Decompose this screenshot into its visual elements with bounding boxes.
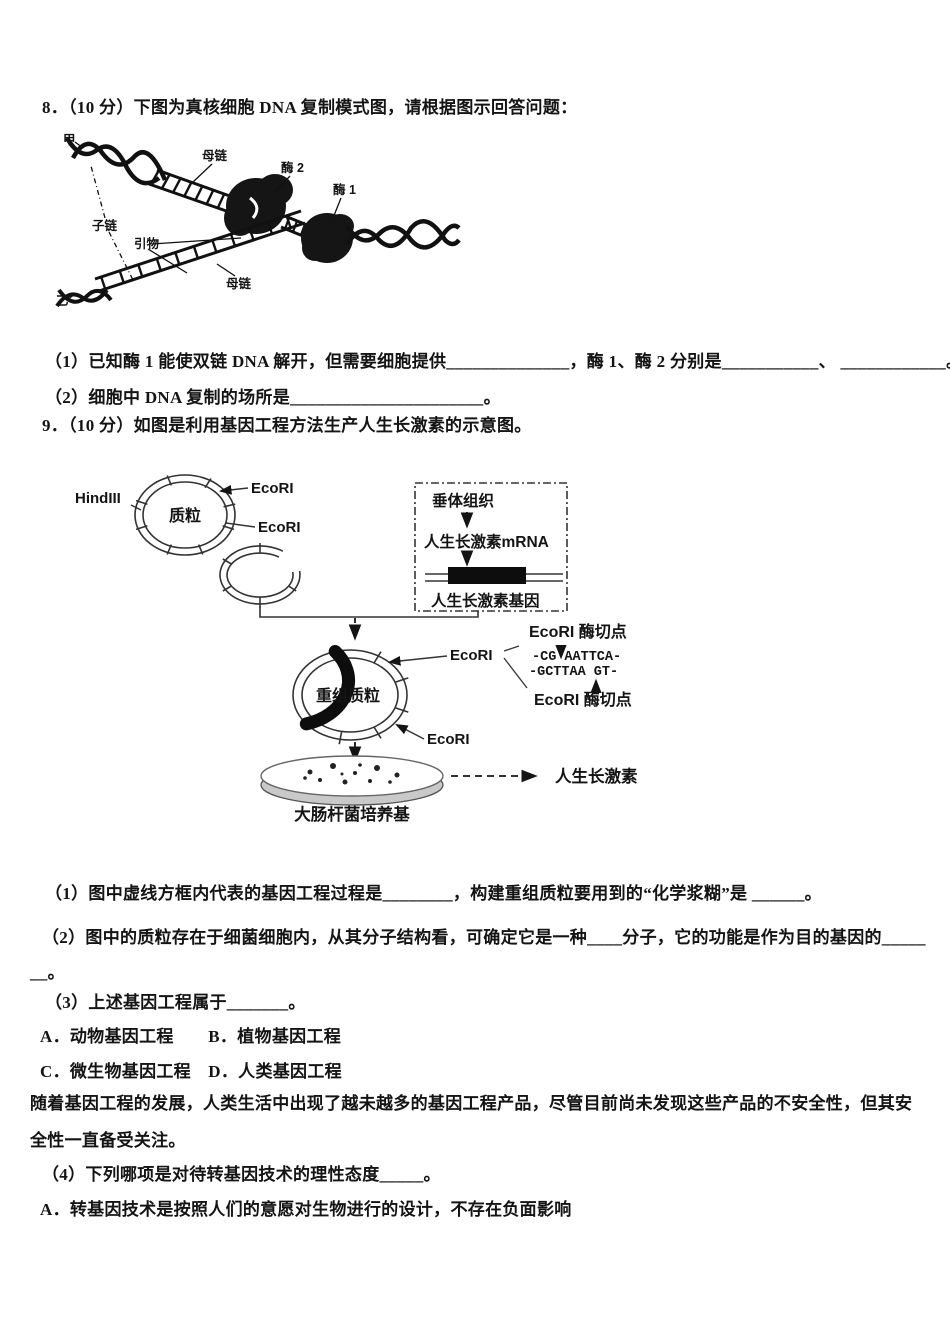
q8-blank-1: （1）已知酶 1 能使双链 DNA 解开，但需要细胞提供____________…: [45, 352, 950, 371]
q9-stem: 9．（10 分）如图是利用基因工程方法生产人生长激素的示意图。: [42, 416, 532, 435]
hormone-label: 人生长激素: [555, 766, 638, 786]
enzyme-1-blob-icon: [301, 213, 354, 263]
q9-blank-2: （2）图中的质粒存在于细菌细胞内，从其分子结构看，可确定它是一种____分子，它…: [42, 928, 926, 947]
cut-plasmid-icon: [219, 543, 301, 608]
ecori-top-label: EcoRI: [251, 480, 294, 497]
gene-engineering-figure: 质粒 HindIII EcoRI EcoRI 垂体组织 人生长激素mRNA 人生…: [75, 474, 638, 824]
cut-site-top-label: EcoRI 酶切点: [529, 622, 627, 641]
label-mother-bottom: 母链: [226, 276, 252, 291]
label-yi: 乙: [56, 294, 69, 308]
q9-blank-2-cont: __。: [30, 963, 65, 982]
label-enzyme-1: 酶 1: [333, 182, 356, 197]
ecori-rec-top-label: EcoRI: [450, 647, 493, 664]
parent-strand-top-ladder: [148, 168, 242, 216]
q9-paragraph-2: 全性一直备受关注。: [30, 1131, 186, 1150]
fan-lines: [503, 645, 528, 689]
q9-blank-1: （1）图中虚线方框内代表的基因工程过程是________，构建重组质粒要用到的“…: [45, 884, 822, 903]
ecori-rec-top-arrow: [387, 655, 448, 666]
ecori-top-arrow: [218, 484, 249, 495]
label-primer: 引物: [134, 236, 160, 251]
label-mother-top: 母链: [202, 148, 228, 163]
process-dashed-box: [414, 482, 568, 612]
ecori-rec-bottom-arrow: [395, 724, 425, 740]
ecori-rec-bottom-label: EcoRI: [427, 731, 470, 748]
ecori-mid-label: EcoRI: [258, 519, 301, 536]
hindiii-label: HindIII: [75, 490, 121, 507]
dna-helix-bottom-left-icon: [55, 288, 113, 308]
q9-options-cd: C．微生物基因工程 D．人类基因工程: [40, 1062, 342, 1081]
sequence-bottom: -GCTTAA GT-: [529, 665, 618, 680]
cut-site-bottom-label: EcoRI 酶切点: [534, 690, 632, 709]
parent-strand-bottom-ladder: [94, 209, 306, 293]
q9-options-ab: A．动物基因工程 B．植物基因工程: [40, 1027, 342, 1046]
q9-blank-4: （4）下列哪项是对待转基因技术的理性态度_____。: [42, 1165, 441, 1184]
merge-bracket: [259, 607, 479, 618]
plasmid-ring-icon: [134, 474, 236, 556]
plasmid-label: 质粒: [169, 506, 201, 525]
recombinant-plasmid-label: 重组质粒: [316, 686, 380, 705]
petri-dish-icon: [260, 755, 444, 806]
label-jia: 甲: [63, 133, 76, 147]
medium-label: 大肠杆菌培养基: [294, 804, 410, 824]
q8-blank-2: （2）细胞中 DNA 复制的场所是______________________。: [45, 388, 501, 407]
dna-helix-top-left-icon: [65, 136, 168, 186]
dna-helix-right-icon: [345, 219, 461, 250]
q9-blank-3: （3）上述基因工程属于_______。: [45, 993, 306, 1012]
inserted-gene-segment-icon: [299, 645, 355, 731]
hindiii-leader: [130, 504, 142, 511]
ecori-mid-leader: [225, 522, 256, 528]
q9-paragraph-1: 随着基因工程的发展，人类生活中出现了越未越多的基因工程产品，尽管目前尚未发现这些…: [30, 1094, 913, 1113]
label-daughter: 子链: [92, 218, 118, 233]
gene-label: 人生长激素基因: [431, 591, 540, 610]
recombinant-plasmid-icon: [292, 649, 409, 745]
label-enzyme-2: 酶 2: [281, 160, 304, 175]
figure-leader-lines: [66, 141, 342, 301]
q8-stem: 8．（10 分）下图为真核细胞 DNA 复制模式图，请根据图示回答问题：: [42, 98, 578, 117]
pituitary-tissue-label: 垂体组织: [432, 491, 494, 510]
mrna-label: 人生长激素mRNA: [424, 532, 549, 551]
dna-replication-figure: 甲 母链 酶 2 酶 1 子链 引物 母链 乙: [55, 133, 461, 308]
sequence-top: -CG AATTCA-: [532, 650, 621, 665]
q9-option-4a: A．转基因技术是按照人们的意愿对生物进行的设计，不存在负面影响: [40, 1200, 572, 1219]
gene-bar-icon: [425, 567, 563, 584]
